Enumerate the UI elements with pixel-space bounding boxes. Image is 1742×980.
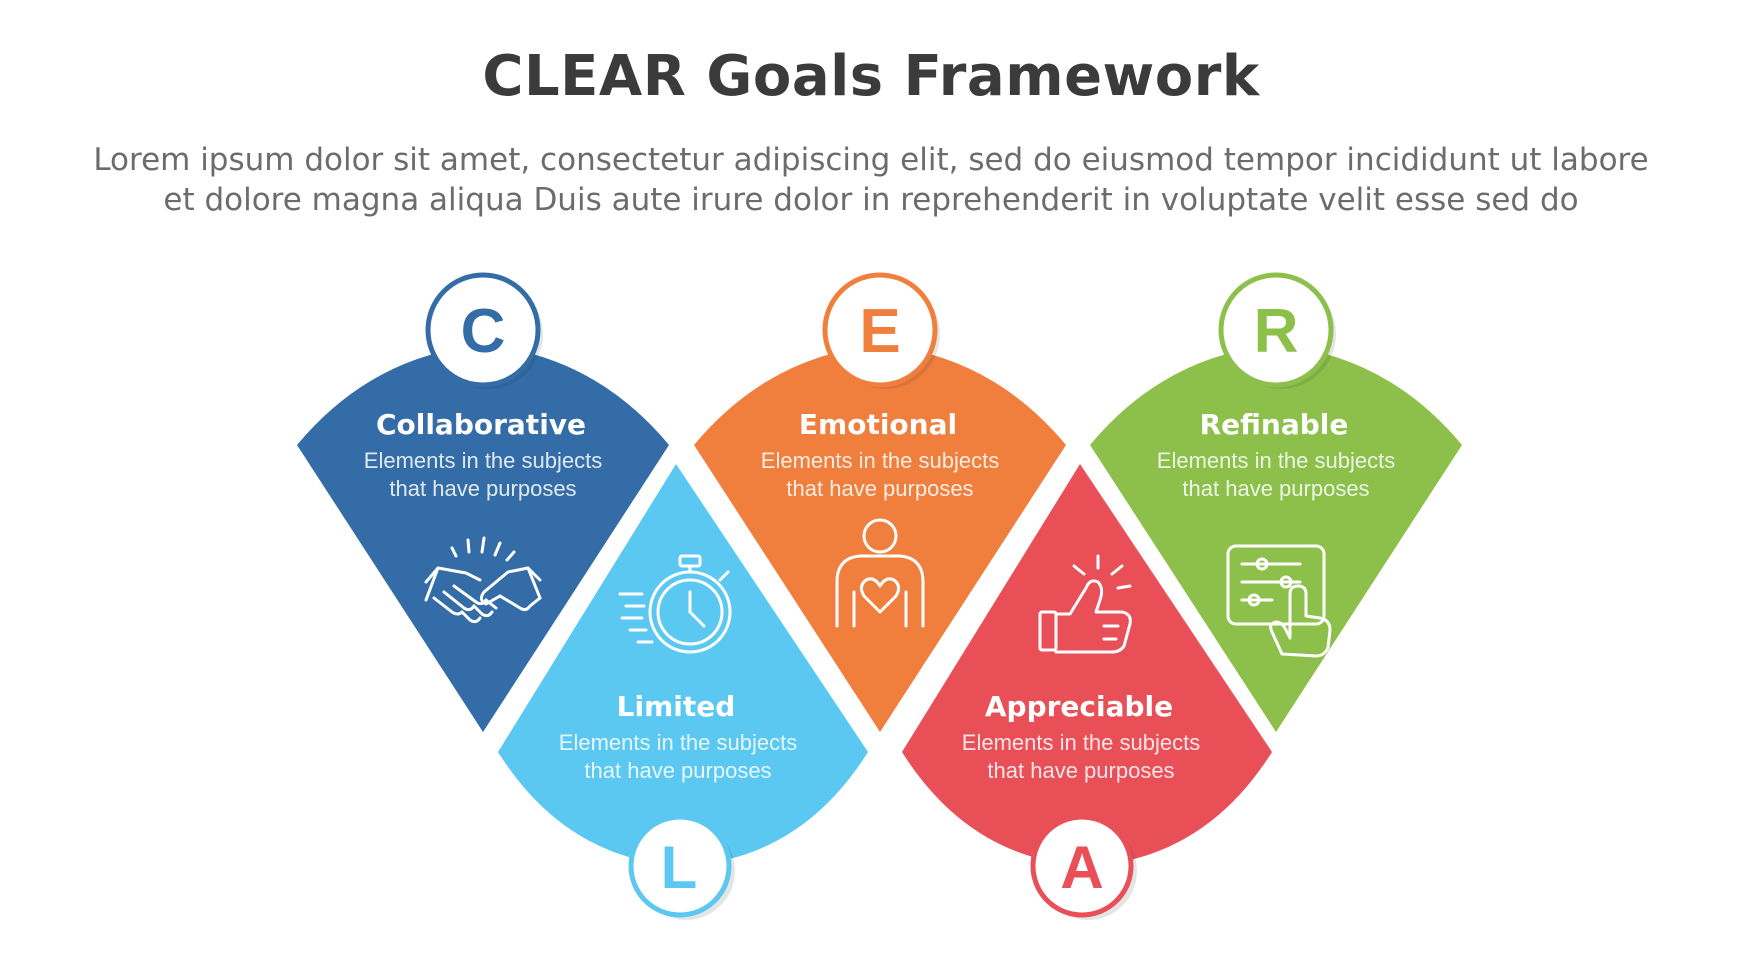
refinable-title: Refinable xyxy=(1200,408,1349,441)
limited-letter: L xyxy=(661,834,698,901)
page-title: CLEAR Goals Framework xyxy=(482,44,1260,109)
appreciable-title: Appreciable xyxy=(985,690,1173,723)
collaborative-letter: C xyxy=(461,297,506,366)
handshake-icon xyxy=(424,536,542,624)
emotional-letter-circle xyxy=(822,272,938,388)
refinable-shape xyxy=(1090,345,1462,732)
limited-desc-line-1: Elements in the subjects xyxy=(559,730,797,755)
refinable-desc-line-1: Elements in the subjects xyxy=(1157,448,1395,473)
item-collaborative: C Collaborative Elements in the subjects… xyxy=(297,272,669,732)
limited-title: Limited xyxy=(617,690,736,723)
stopwatch-icon xyxy=(618,554,732,654)
emotional-shape xyxy=(694,345,1066,732)
thumbs-up-icon xyxy=(1038,554,1132,654)
page-subtitle: Lorem ipsum dolor sit amet, consectetur … xyxy=(60,140,1682,220)
appreciable-shape xyxy=(902,464,1272,866)
collaborative-title: Collaborative xyxy=(376,408,586,441)
emotional-desc-line-1: Elements in the subjects xyxy=(761,448,999,473)
limited-letter-circle xyxy=(628,814,732,918)
settings-panel-icon xyxy=(1226,544,1332,658)
emotional-desc-line-2: that have purposes xyxy=(786,476,973,501)
item-limited: L Limited Elements in the subjects that … xyxy=(498,464,868,920)
limited-desc-line-2: that have purposes xyxy=(584,758,771,783)
refinable-desc-line-2: that have purposes xyxy=(1182,476,1369,501)
appreciable-letter: A xyxy=(1060,834,1103,901)
collaborative-letter-circle xyxy=(425,272,541,388)
item-emotional: E Emotional Elements in the subjects tha… xyxy=(694,272,1066,732)
limited-shape xyxy=(498,464,868,866)
refinable-letter: R xyxy=(1254,297,1299,366)
subtitle-line-2: et dolore magna aliqua Duis aute irure d… xyxy=(163,182,1579,218)
appreciable-desc-line-1: Elements in the subjects xyxy=(962,730,1200,755)
emotional-letter: E xyxy=(859,297,900,366)
person-heart-icon xyxy=(835,518,925,628)
appreciable-letter-circle xyxy=(1030,814,1134,918)
collaborative-desc-line-1: Elements in the subjects xyxy=(364,448,602,473)
refinable-letter-circle xyxy=(1218,272,1334,388)
item-refinable: R Refinable Elements in the subjects tha… xyxy=(1090,272,1462,732)
collaborative-desc-line-2: that have purposes xyxy=(389,476,576,501)
appreciable-desc-line-2: that have purposes xyxy=(987,758,1174,783)
item-appreciable: A Appreciable Elements in the subjects t… xyxy=(902,464,1272,920)
subtitle-line-1: Lorem ipsum dolor sit amet, consectetur … xyxy=(93,142,1649,178)
emotional-title: Emotional xyxy=(799,408,957,441)
